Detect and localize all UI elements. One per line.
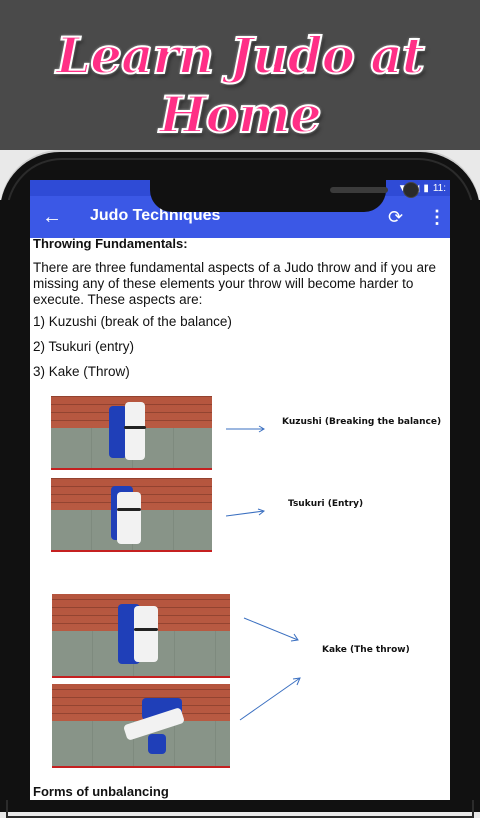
kake-photo-1 <box>52 594 230 678</box>
arrow-icon <box>226 508 266 517</box>
arrow-icon <box>226 425 265 433</box>
tsukuri-caption: Tsukuri (Entry) <box>288 499 364 509</box>
next-section-heading: Forms of unbalancing <box>33 784 169 799</box>
back-arrow-icon[interactable]: ← <box>42 206 62 228</box>
refresh-icon[interactable]: ⟳ <box>388 207 404 227</box>
kuzushi-caption: Kuzushi (Breaking the balance) <box>282 417 442 427</box>
wifi-icon: ▼ <box>398 183 408 194</box>
status-time: 11: <box>432 182 446 194</box>
aspect-item: 3) Kake (Throw) <box>33 364 130 379</box>
aspect-item: 2) Tsukuri (entry) <box>33 339 135 354</box>
tsukuri-photo <box>51 478 212 552</box>
phone-screen: ▼ ◢ ▮ 11: ← Judo Techniques ⟳ ⋮ Throwing… <box>30 180 450 800</box>
arrow-icon <box>243 617 299 642</box>
kuzushi-photo <box>51 396 212 470</box>
aspect-item: 1) Kuzushi (break of the balance) <box>33 314 232 329</box>
speaker-grille <box>330 187 388 193</box>
article-content[interactable]: Throwing Fundamentals: There are three f… <box>30 238 450 800</box>
camera-icon <box>403 182 419 198</box>
more-vert-icon[interactable]: ⋮ <box>428 207 446 227</box>
battery-icon: ▮ <box>423 182 429 194</box>
kake-photo-2 <box>52 684 230 768</box>
section-heading: Throwing Fundamentals: <box>33 238 188 251</box>
phone-bezel-left <box>0 200 30 800</box>
banner-title: Learn Judo at Home <box>55 25 426 145</box>
phone-notch <box>150 180 419 212</box>
intro-paragraph: There are three fundamental aspects of a… <box>33 260 436 307</box>
promo-banner: Learn Judo at Home <box>0 0 480 150</box>
arrow-icon <box>239 677 301 721</box>
kake-caption: Kake (The throw) <box>322 645 410 655</box>
phone-bezel-right <box>450 200 480 800</box>
